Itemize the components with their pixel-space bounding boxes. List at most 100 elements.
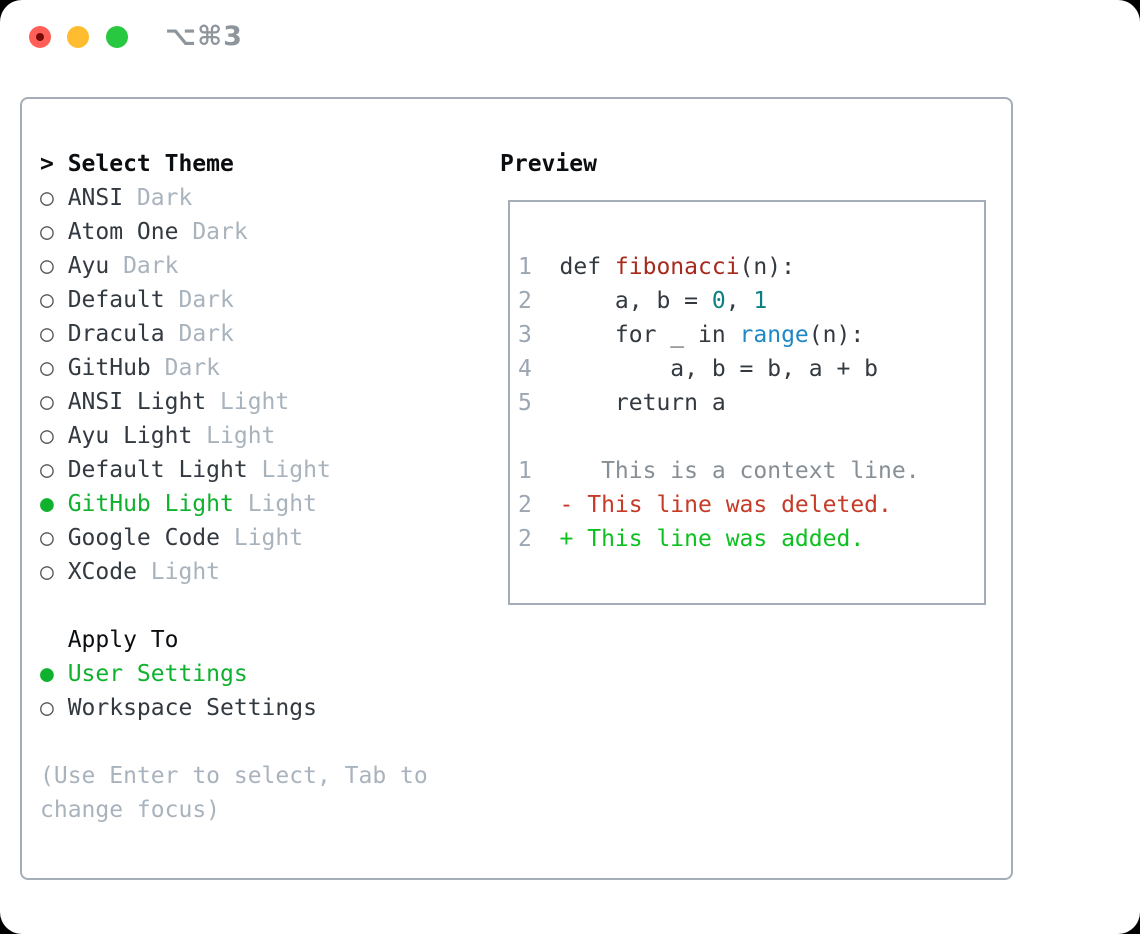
radio-icon: ○ — [40, 287, 54, 313]
code-segment-added: + This line was added. — [559, 526, 865, 552]
radio-icon: ○ — [40, 321, 54, 347]
option-label: Default — [67, 287, 165, 313]
preview-heading: Preview — [500, 151, 597, 177]
option-variant-tag: Dark — [150, 355, 221, 381]
theme-list-column: >Select Theme ○ANSI Dark○Atom One Dark○A… — [40, 147, 428, 827]
apply-option-workspace-settings[interactable]: ○ Workspace Settings — [40, 691, 428, 725]
option-variant-tag: Dark — [123, 185, 193, 211]
line-number: 1 — [518, 254, 532, 280]
radio-icon: ○ — [40, 559, 54, 585]
code-segment-code: def — [559, 254, 615, 280]
diff-line: 2 + This line was added. — [518, 522, 976, 556]
radio-icon: ○ — [40, 185, 54, 211]
code-segment-code: (n): — [808, 322, 865, 348]
theme-option-atom-one[interactable]: ○ Atom One Dark — [40, 215, 428, 249]
option-label: Ayu — [67, 253, 110, 279]
apply-to-list: ● User Settings ○ Workspace Settings — [40, 657, 428, 725]
diff-line: 2 - This line was deleted. — [518, 488, 976, 522]
theme-option-default-light[interactable]: ○Default Light Light — [40, 453, 428, 487]
theme-option-github-light[interactable]: ● GitHub Light Light — [40, 487, 428, 521]
option-label: ANSI — [67, 185, 124, 211]
option-label: Atom One — [67, 219, 179, 245]
option-variant-tag: Light — [247, 457, 331, 483]
option-variant-tag: Light — [192, 423, 276, 449]
option-label: XCode — [67, 559, 137, 585]
theme-list: ○ANSI Dark○Atom One Dark○Ayu Dark○Defaul… — [40, 181, 428, 589]
radio-icon: ○ — [40, 457, 54, 483]
option-variant-tag: Light — [233, 491, 317, 517]
theme-option-ayu-light[interactable]: ○ Ayu Light Light — [40, 419, 428, 453]
code-segment-number: 0 — [711, 288, 726, 314]
option-label: Ayu Light — [67, 423, 193, 449]
radio-icon: ○ — [40, 355, 54, 381]
diff-preview: 1 This is a context line. 2 - This line wa… — [518, 454, 976, 556]
radio-icon: ○ — [40, 389, 54, 415]
code-segment-code: a, b = — [559, 288, 712, 314]
code-segment-code: , — [725, 288, 754, 314]
code-segment-code: a, b = b, a + b — [559, 356, 879, 382]
radio-icon: ○ — [40, 423, 54, 449]
line-number: 4 — [518, 356, 532, 382]
theme-option-dracula[interactable]: ○ Dracula Dark — [40, 317, 428, 351]
code-segment-function: fibonacci — [614, 254, 740, 280]
theme-option-xcode[interactable]: ○ XCode Light — [40, 555, 428, 589]
radio-icon: ○ — [40, 219, 54, 245]
theme-option-github[interactable]: ○ GitHub Dark — [40, 351, 428, 385]
code-line: 2 a, b = 0, 1 — [518, 284, 976, 318]
option-label: User Settings — [67, 661, 248, 687]
option-variant-tag: Light — [220, 525, 304, 551]
window-title: ⌥⌘3 — [165, 21, 243, 52]
code-line: 1 def fibonacci(n): — [518, 250, 976, 284]
apply-to-heading: Apply To — [67, 627, 179, 653]
select-theme-heading-label: Select Theme — [67, 151, 234, 177]
zoom-button[interactable] — [106, 26, 128, 48]
theme-option-ansi-light[interactable]: ○ ANSI Light Light — [40, 385, 428, 419]
option-label: Workspace Settings — [67, 695, 317, 721]
code-segment-code: return a — [559, 390, 726, 416]
radio-selected-icon: ● — [40, 491, 54, 517]
line-number: 3 — [518, 322, 532, 348]
hint-line: (Use Enter to select, Tab to — [40, 763, 428, 789]
minimize-button[interactable] — [67, 26, 89, 48]
line-number: 2 — [518, 492, 532, 518]
option-label: ANSI Light — [67, 389, 207, 415]
line-number: 5 — [518, 390, 532, 416]
option-variant-tag: Light — [136, 559, 221, 585]
theme-option-google-code[interactable]: ○Google Code Light — [40, 521, 428, 555]
option-variant-tag: Light — [206, 389, 290, 415]
line-number: 1 — [518, 458, 532, 484]
hint-text: (Use Enter to select, Tab to change focus… — [40, 759, 428, 827]
theme-option-default[interactable]: ○ Default Dark — [40, 283, 428, 317]
option-label: GitHub — [67, 355, 151, 381]
option-variant-tag: Dark — [164, 287, 234, 313]
spacer — [40, 725, 428, 759]
radio-selected-icon: ● — [40, 661, 54, 687]
code-segment-code: (n): — [739, 254, 795, 280]
code-segment-context: This is a context line. — [559, 458, 920, 484]
theme-option-ansi[interactable]: ○ ANSI Dark — [40, 181, 428, 215]
code-line: 4 a, b = b, a + b — [518, 352, 976, 386]
code-segment-deleted: - This line was deleted. — [559, 492, 892, 518]
theme-picker-panel: >Select Theme ○ANSI Dark○Atom One Dark○A… — [20, 97, 1013, 880]
line-number: 2 — [518, 526, 532, 552]
radio-icon: ○ — [40, 695, 54, 721]
close-button[interactable] — [29, 26, 51, 48]
apply-option-user-settings[interactable]: ● User Settings — [40, 657, 428, 691]
option-label: GitHub Light — [67, 491, 234, 517]
cursor-caret-icon: > — [40, 151, 54, 177]
option-variant-tag: Dark — [164, 321, 234, 347]
hint-line: change focus) — [40, 797, 221, 823]
option-label: Dracula — [67, 321, 165, 347]
diff-line: 1 This is a context line. — [518, 454, 976, 488]
close-dot-icon — [36, 33, 44, 41]
option-variant-tag: Dark — [178, 219, 248, 245]
option-variant-tag: Dark — [109, 253, 179, 279]
code-line: 3 for _ in range(n): — [518, 318, 976, 352]
code-segment-number: 1 — [753, 288, 768, 314]
option-label: Google Code — [67, 525, 221, 551]
code-line: 5 return a — [518, 386, 976, 420]
code-segment-code: for _ in — [559, 322, 740, 348]
theme-option-ayu[interactable]: ○Ayu Dark — [40, 249, 428, 283]
